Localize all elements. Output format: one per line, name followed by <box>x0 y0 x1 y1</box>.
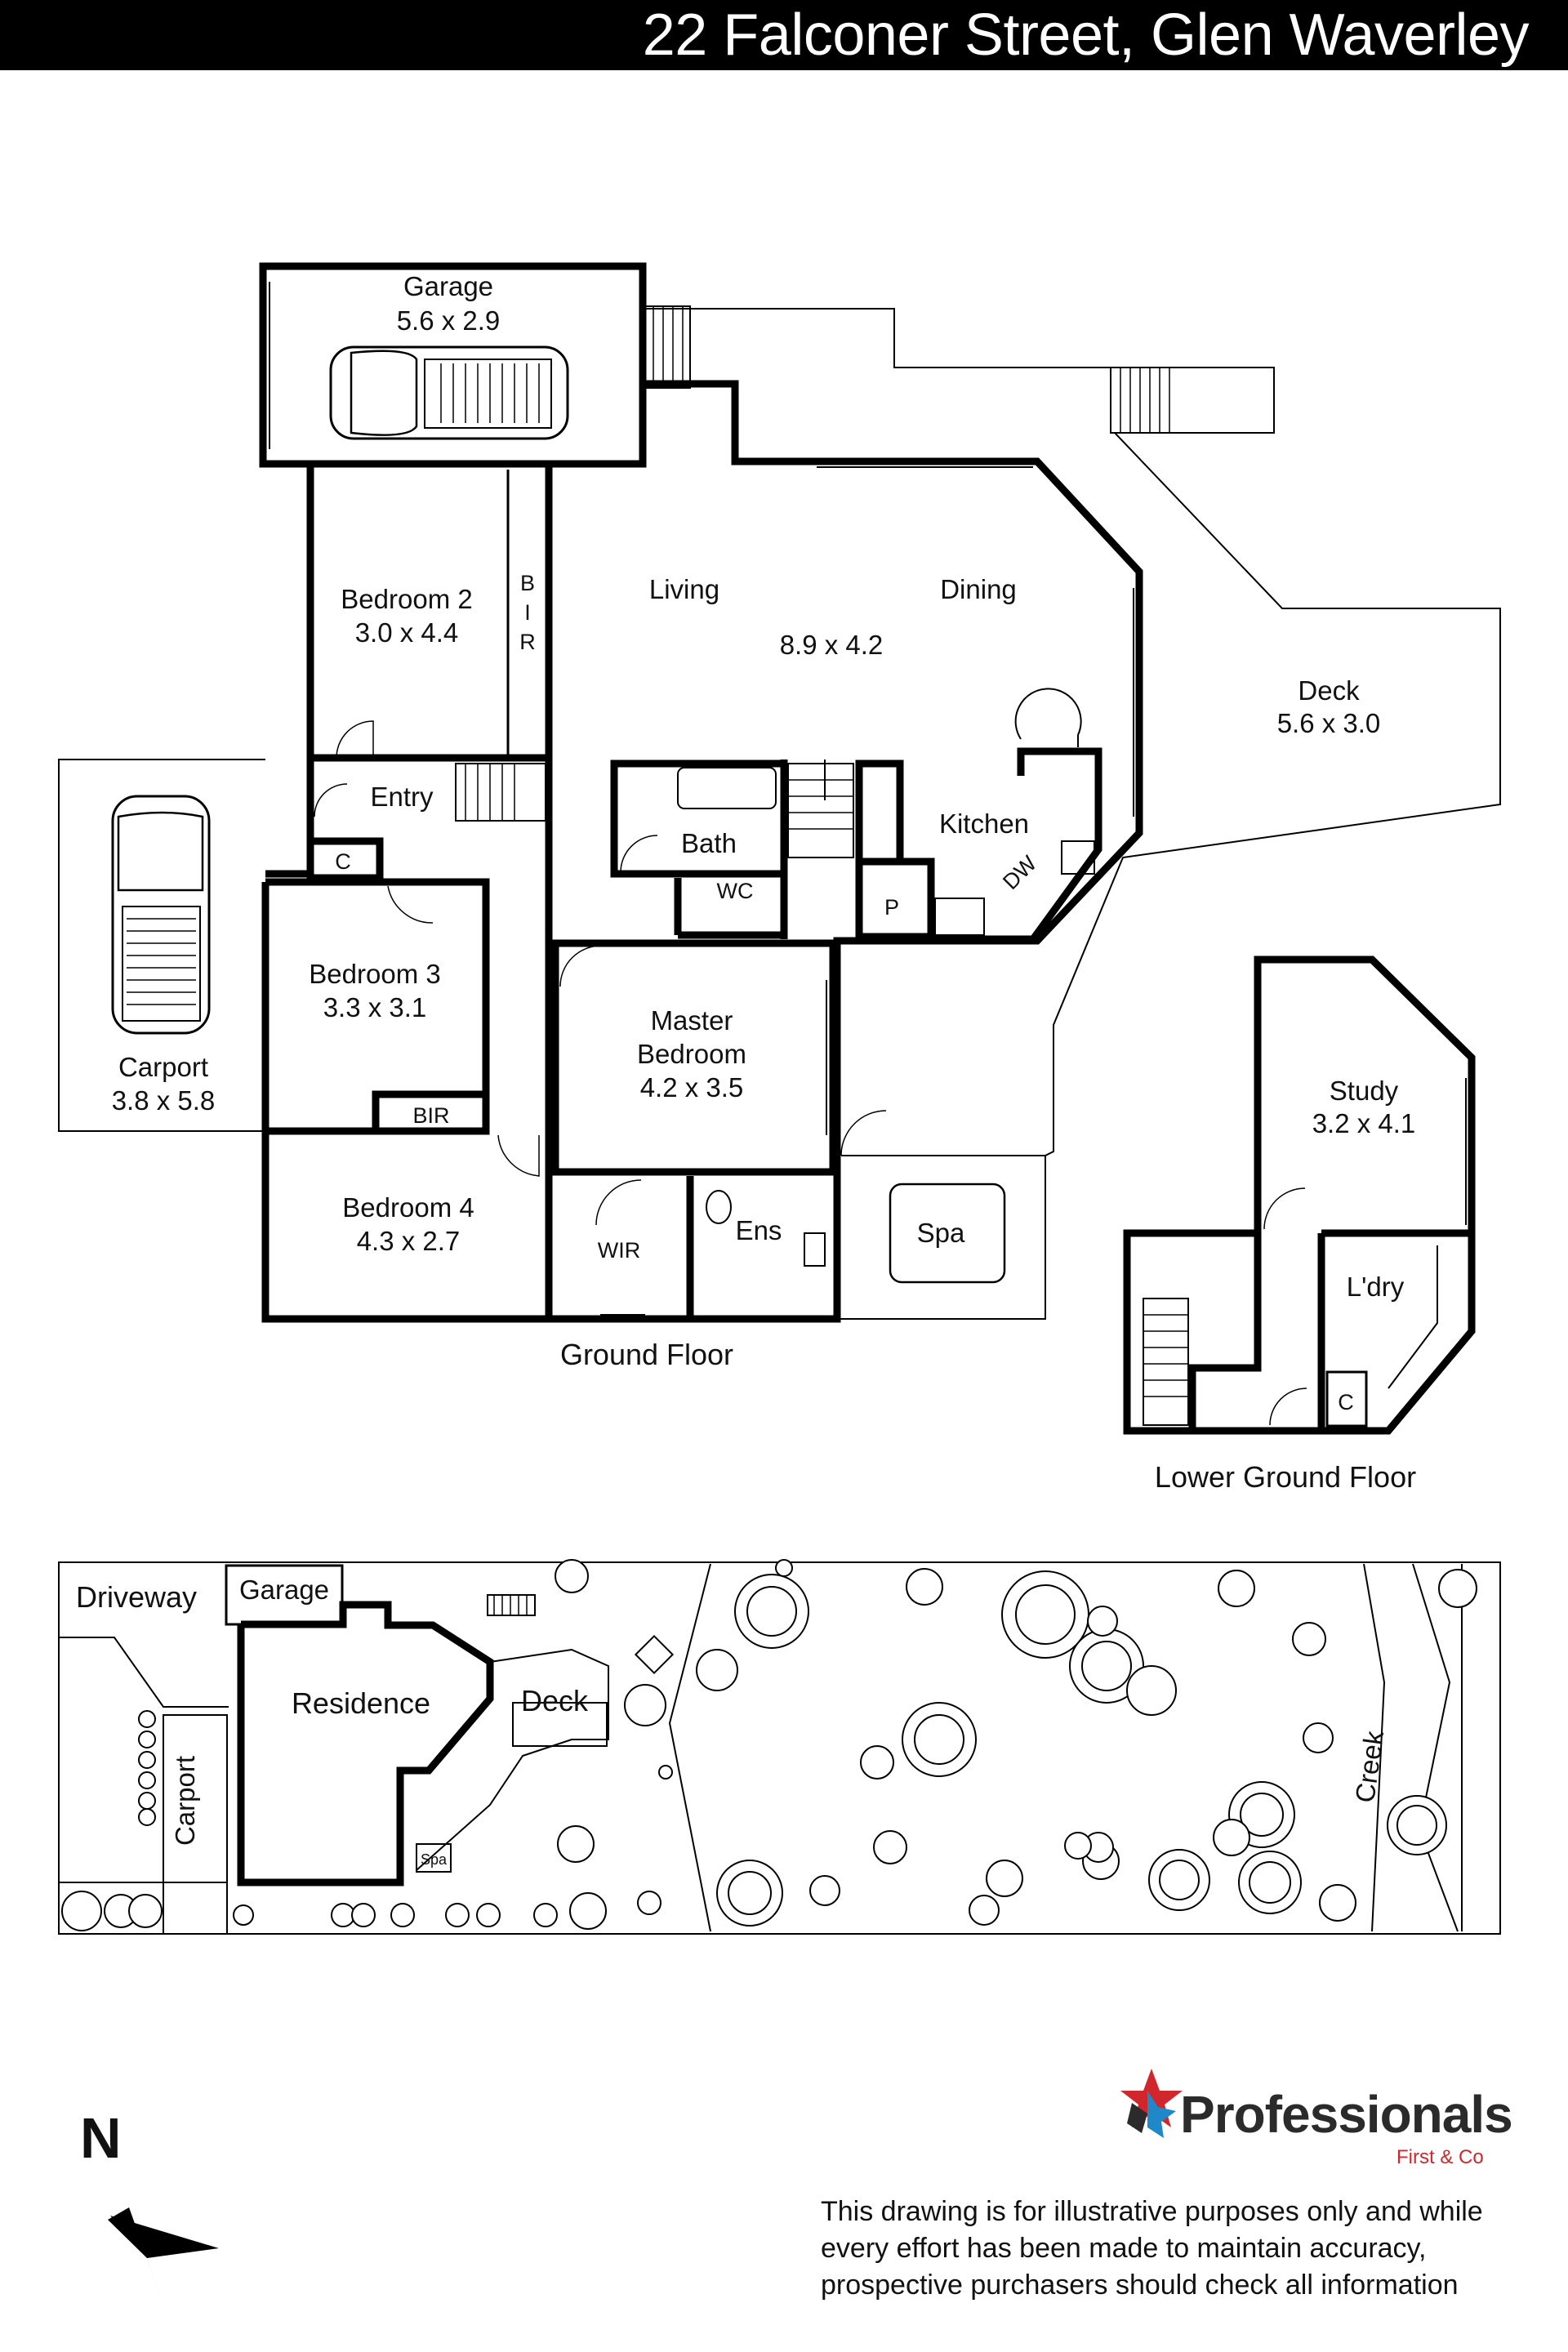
ground-floor-plan <box>58 262 1501 1323</box>
page-title: 22 Falconer Street, Glen Waverley <box>642 2 1530 68</box>
kitchen-name: Kitchen <box>939 808 1029 839</box>
bedroom3-name: Bedroom 3 <box>309 959 440 989</box>
brand-name: Professionals <box>1180 2085 1513 2144</box>
garage-car-icon <box>329 345 569 440</box>
study-name: Study <box>1330 1076 1399 1106</box>
living-dining-walls <box>545 380 1143 1323</box>
dishwasher-label: DW <box>998 851 1041 894</box>
bedroom3-size: 3.3 x 3.1 <box>323 992 427 1022</box>
site-creek-label: Creek <box>1349 1729 1389 1805</box>
garage-walls <box>259 262 647 468</box>
bedroom4-name: Bedroom 4 <box>342 1192 474 1223</box>
header-bar: 22 Falconer Street, Glen Waverley <box>0 0 1568 70</box>
master-name-line2: Bedroom <box>637 1039 746 1069</box>
entry-name: Entry <box>370 782 434 812</box>
bath-name: Bath <box>681 828 737 858</box>
entry-cupboard-label: C <box>335 849 351 874</box>
spa-tub <box>889 1183 1006 1284</box>
garage-size: 5.6 x 2.9 <box>397 305 501 336</box>
master-name-line1: Master <box>651 1005 733 1036</box>
site-spa-label: Spa <box>421 1851 448 1868</box>
site-driveway-label: Driveway <box>76 1580 197 1614</box>
master-size: 4.2 x 3.5 <box>640 1072 744 1102</box>
ground-floor-labels: Garage 5.6 x 2.9 Bedroom 2 3.0 x 4.4 B I… <box>112 271 1381 1371</box>
disclaimer-text: This drawing is for illustrative purpose… <box>821 2196 1483 2301</box>
bedroom2-name: Bedroom 2 <box>341 584 472 614</box>
deck-name: Deck <box>1298 675 1360 706</box>
carport-name: Carport <box>118 1052 208 1082</box>
laundry-name: L'dry <box>1347 1272 1405 1302</box>
professionals-star-logo <box>1120 2069 1183 2138</box>
north-label: N <box>80 2106 122 2170</box>
lower-cupboard-label: C <box>1338 1390 1354 1414</box>
site-deck-label: Deck <box>521 1684 589 1717</box>
living-name: Living <box>649 574 719 604</box>
deck-size: 5.6 x 3.0 <box>1277 708 1381 738</box>
ensuite-name: Ens <box>736 1215 782 1245</box>
site-carport-label: Carport <box>170 1756 200 1846</box>
wir-label: WIR <box>598 1238 640 1263</box>
site-residence-label: Residence <box>292 1686 430 1720</box>
bir-letter-2: I <box>524 600 531 625</box>
brand-subtitle: First & Co <box>1396 2146 1484 2168</box>
ground-floor-title: Ground Floor <box>560 1338 733 1371</box>
dining-name: Dining <box>940 574 1017 604</box>
living-dining-size: 8.9 x 4.2 <box>780 630 884 660</box>
bedroom2-size: 3.0 x 4.4 <box>355 617 459 648</box>
study-size: 3.2 x 4.1 <box>1312 1108 1416 1138</box>
wc-name: WC <box>717 879 754 903</box>
carport-size: 3.8 x 5.8 <box>112 1085 216 1116</box>
lower-ground-floor-labels: Study 3.2 x 4.1 L'dry C Lower Ground Flo… <box>1155 1076 1416 1494</box>
bir-letter-1: B <box>520 571 535 595</box>
bedroom4-size: 4.3 x 2.7 <box>357 1226 461 1256</box>
lower-ground-floor-title: Lower Ground Floor <box>1155 1460 1416 1494</box>
site-plan-labels: Driveway Garage Residence Deck Carport S… <box>76 1575 1389 1868</box>
site-garage-label: Garage <box>239 1575 329 1605</box>
spa-name: Spa <box>917 1218 965 1248</box>
lower-ground-floor-plan <box>1123 956 1476 1435</box>
garage-name: Garage <box>403 271 493 301</box>
bedroom3-bir-label: BIR <box>412 1103 449 1128</box>
bir-letter-3: R <box>519 630 536 654</box>
carport-car-icon <box>111 795 211 1035</box>
north-arrow-icon <box>108 2207 219 2311</box>
site-plan <box>58 1559 1501 1935</box>
pantry-label: P <box>884 895 899 920</box>
